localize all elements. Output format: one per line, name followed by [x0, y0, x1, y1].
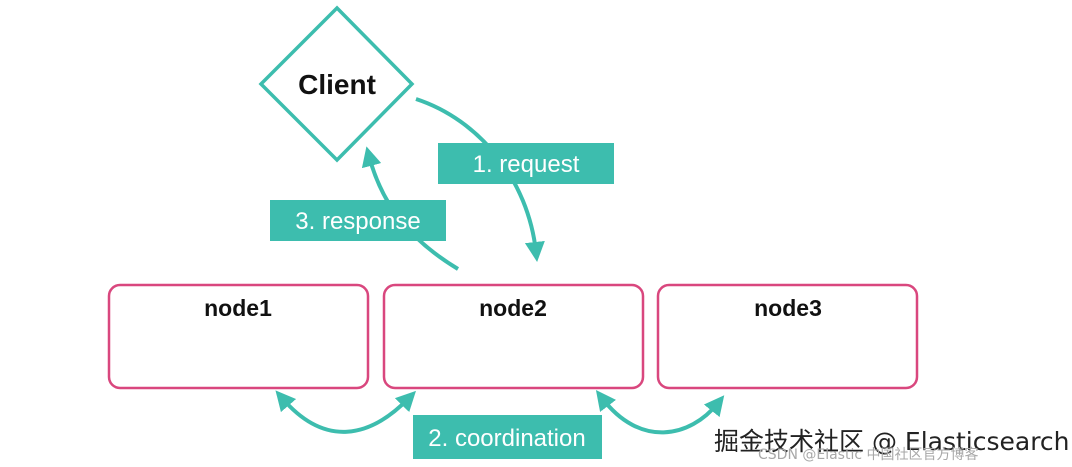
watermark-main: 掘金技术社区 @ Elasticsearch [714, 427, 1070, 456]
node2-box [382, 283, 645, 390]
node3-box [656, 283, 919, 390]
node3-label: node3 [754, 295, 822, 321]
coordination-arrow-node3 [595, 390, 725, 435]
node3: node3 [656, 283, 919, 390]
node2: node2 [382, 283, 645, 390]
coordination-tag: 2. coordination [413, 415, 602, 459]
watermark-sub: CSDN @Elastic 中国社区官方博客 [758, 447, 979, 463]
node1-box [107, 283, 370, 390]
node2-label: node2 [479, 295, 547, 321]
client-diamond [258, 5, 415, 163]
node1: node1 [107, 283, 370, 390]
coordination-tag-label: 2. coordination [428, 425, 585, 452]
coordination-arrow-node1 [275, 390, 416, 434]
request-tag: 1. request [438, 143, 614, 184]
response-tag-label: 3. response [295, 208, 420, 235]
response-tag: 3. response [270, 200, 446, 241]
node1-label: node1 [204, 295, 272, 321]
request-tag-label: 1. request [473, 151, 580, 178]
client-label: Client [298, 69, 376, 100]
client-node: Client [258, 5, 415, 163]
